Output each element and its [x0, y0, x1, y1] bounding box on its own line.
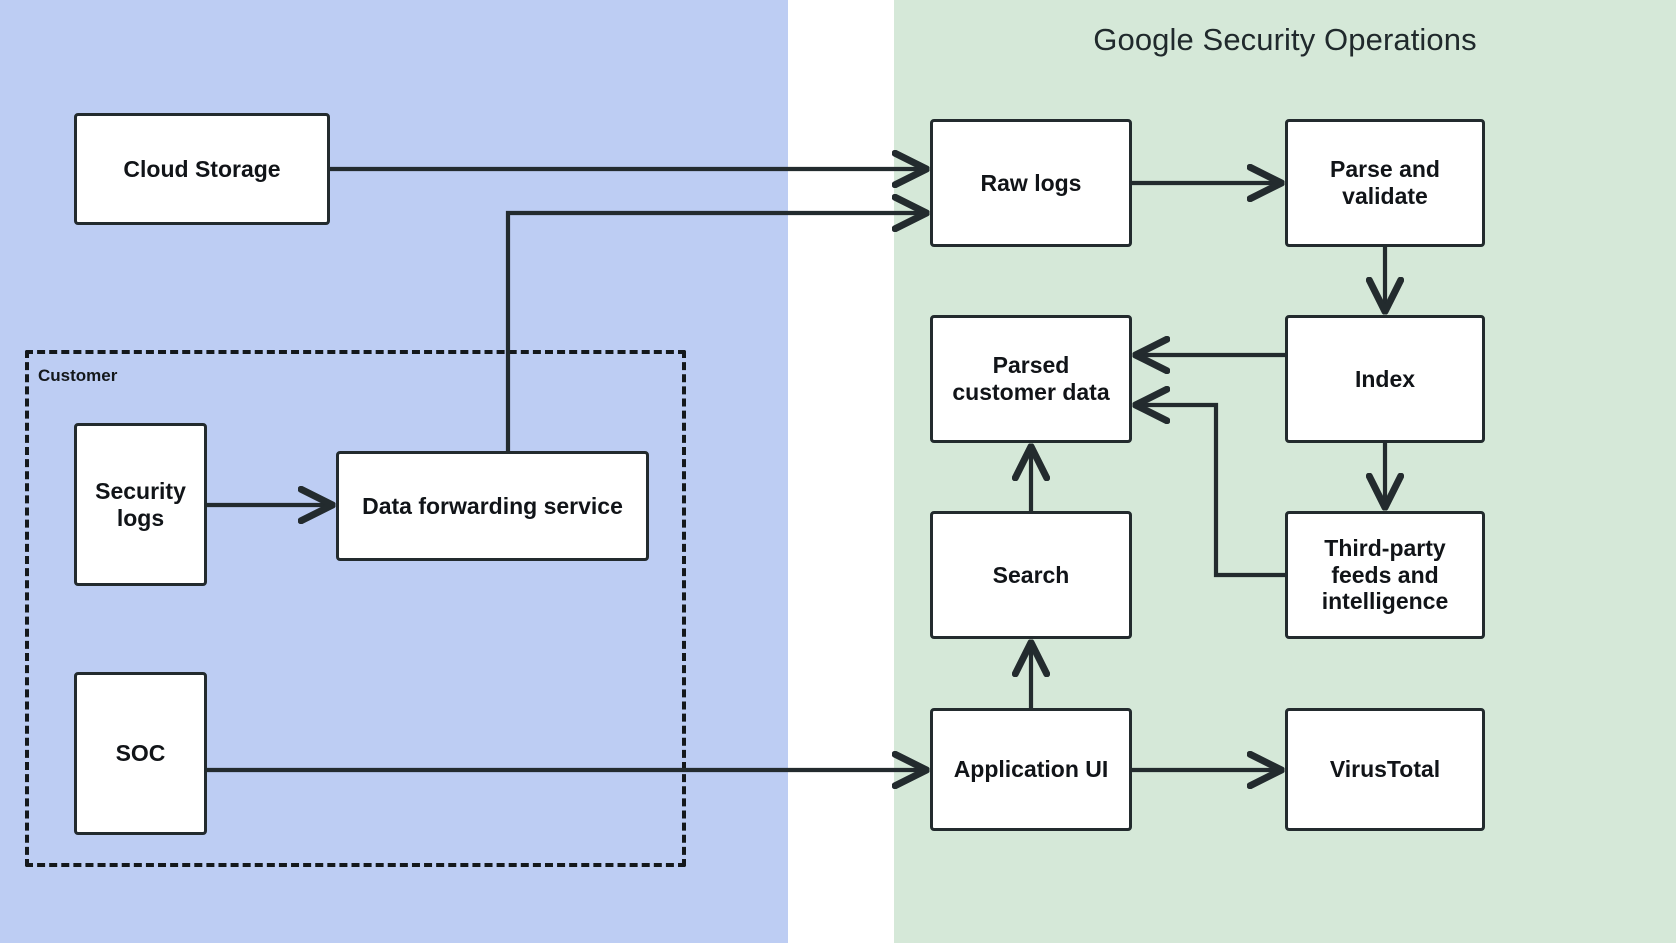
node-third-party-feeds-and-intelligence[interactable]: Third-party feeds and intelligence	[1285, 511, 1485, 639]
node-application-ui-label: Application UI	[953, 756, 1109, 783]
node-raw-logs[interactable]: Raw logs	[930, 119, 1132, 247]
node-data-forwarding-service-label: Data forwarding service	[362, 492, 623, 519]
customer-boundary-box	[25, 350, 686, 867]
node-search[interactable]: Search	[930, 511, 1132, 639]
node-third-party-feeds-and-intelligence-label: Third-party feeds and intelligence	[1321, 534, 1449, 615]
node-index[interactable]: Index	[1285, 315, 1485, 443]
node-application-ui[interactable]: Application UI	[930, 708, 1132, 831]
node-parse-and-validate-label: Parse and validate	[1330, 156, 1440, 209]
google-security-operations-title: Google Security Operations	[1093, 22, 1477, 57]
node-index-label: Index	[1354, 365, 1416, 392]
node-search-label: Search	[992, 561, 1070, 588]
node-parse-and-validate[interactable]: Parse and validate	[1285, 119, 1485, 247]
customer-boundary-label: Customer	[38, 366, 118, 385]
node-cloud-storage[interactable]: Cloud Storage	[74, 113, 330, 225]
node-parsed-customer-data-label: Parsed customer data	[952, 352, 1110, 405]
node-data-forwarding-service[interactable]: Data forwarding service	[336, 451, 649, 561]
node-soc[interactable]: SOC	[74, 672, 207, 835]
node-raw-logs-label: Raw logs	[980, 169, 1082, 196]
edge-data-forwarding-to-raw-logs	[505, 213, 925, 454]
node-virustotal-label: VirusTotal	[1329, 756, 1441, 783]
node-security-logs-label: Security logs	[95, 477, 186, 531]
node-soc-label: SOC	[115, 740, 166, 767]
node-parsed-customer-data[interactable]: Parsed customer data	[930, 315, 1132, 443]
node-security-logs[interactable]: Security logs	[74, 423, 207, 586]
node-virustotal[interactable]: VirusTotal	[1285, 708, 1485, 831]
edge-third-party-feeds-to-parsed-customer-data	[1137, 405, 1288, 578]
node-cloud-storage-label: Cloud Storage	[123, 155, 281, 182]
